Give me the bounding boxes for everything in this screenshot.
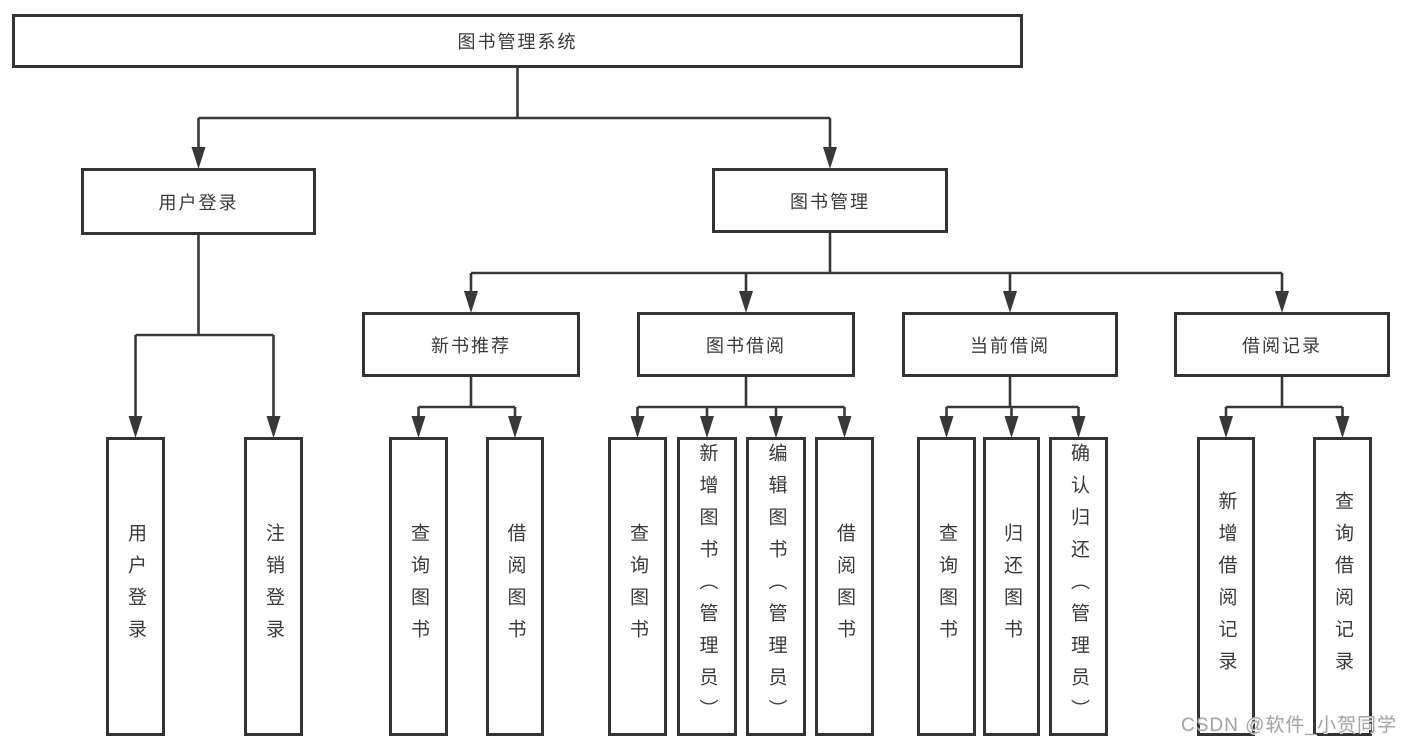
node-label: 借阅图书 <box>834 522 855 651</box>
node-label: 编辑图书（管理员） <box>765 442 787 731</box>
node-book-borrowing: 图书借阅 <box>637 312 855 377</box>
node-label: 用户登录 <box>158 192 239 213</box>
node-label: 用户登录 <box>125 522 146 651</box>
node-label: 图书借阅 <box>706 335 786 356</box>
node-leaf-add-books-admin: 新增图书（管理员） <box>677 437 737 736</box>
watermark: CSDN @软件_小贺同学 <box>1181 715 1397 736</box>
node-label: 归还图书 <box>1001 522 1022 651</box>
node-leaf-confirm-return-admin: 确认归还（管理员） <box>1049 437 1108 736</box>
node-label: 图书管理 <box>790 191 870 212</box>
node-leaf-query-books-recommend: 查询图书 <box>389 437 448 736</box>
node-book-management: 图书管理 <box>712 168 948 233</box>
node-leaf-return-books: 归还图书 <box>983 437 1040 736</box>
node-leaf-add-borrow-record: 新增借阅记录 <box>1197 437 1255 736</box>
node-label: 注销登录 <box>263 522 284 651</box>
node-leaf-query-borrow-record: 查询借阅记录 <box>1313 437 1372 736</box>
node-leaf-borrow-books-recommend: 借阅图书 <box>486 437 544 736</box>
node-label: 查询图书 <box>936 522 957 651</box>
node-label: 确认归还（管理员） <box>1068 442 1089 731</box>
node-leaf-query-books-current: 查询图书 <box>917 437 976 736</box>
node-current-borrowing: 当前借阅 <box>902 312 1118 377</box>
node-leaf-edit-books-admin: 编辑图书（管理员） <box>746 437 806 736</box>
node-borrowing-records: 借阅记录 <box>1174 312 1390 377</box>
node-leaf-borrow-books-borrowing: 借阅图书 <box>815 437 874 736</box>
node-label: 借阅图书 <box>504 522 526 651</box>
node-label: 新增图书（管理员） <box>696 442 718 731</box>
edge-lines <box>134 66 1344 422</box>
node-label: 当前借阅 <box>970 335 1050 356</box>
node-leaf-user-login: 用户登录 <box>106 437 165 736</box>
node-root: 图书管理系统 <box>12 14 1023 68</box>
node-leaf-logout: 注销登录 <box>244 437 303 736</box>
node-new-book-recommend: 新书推荐 <box>362 312 580 377</box>
node-label: 查询借阅记录 <box>1332 490 1353 683</box>
node-label: 查询图书 <box>408 522 429 651</box>
node-label: 新书推荐 <box>431 335 511 356</box>
node-label: 图书管理系统 <box>457 32 578 52</box>
node-user-login: 用户登录 <box>81 168 316 235</box>
node-label: 借阅记录 <box>1242 335 1322 356</box>
node-leaf-query-books-borrowing: 查询图书 <box>608 437 667 736</box>
node-label: 新增借阅记录 <box>1215 490 1237 683</box>
node-label: 查询图书 <box>627 522 648 651</box>
